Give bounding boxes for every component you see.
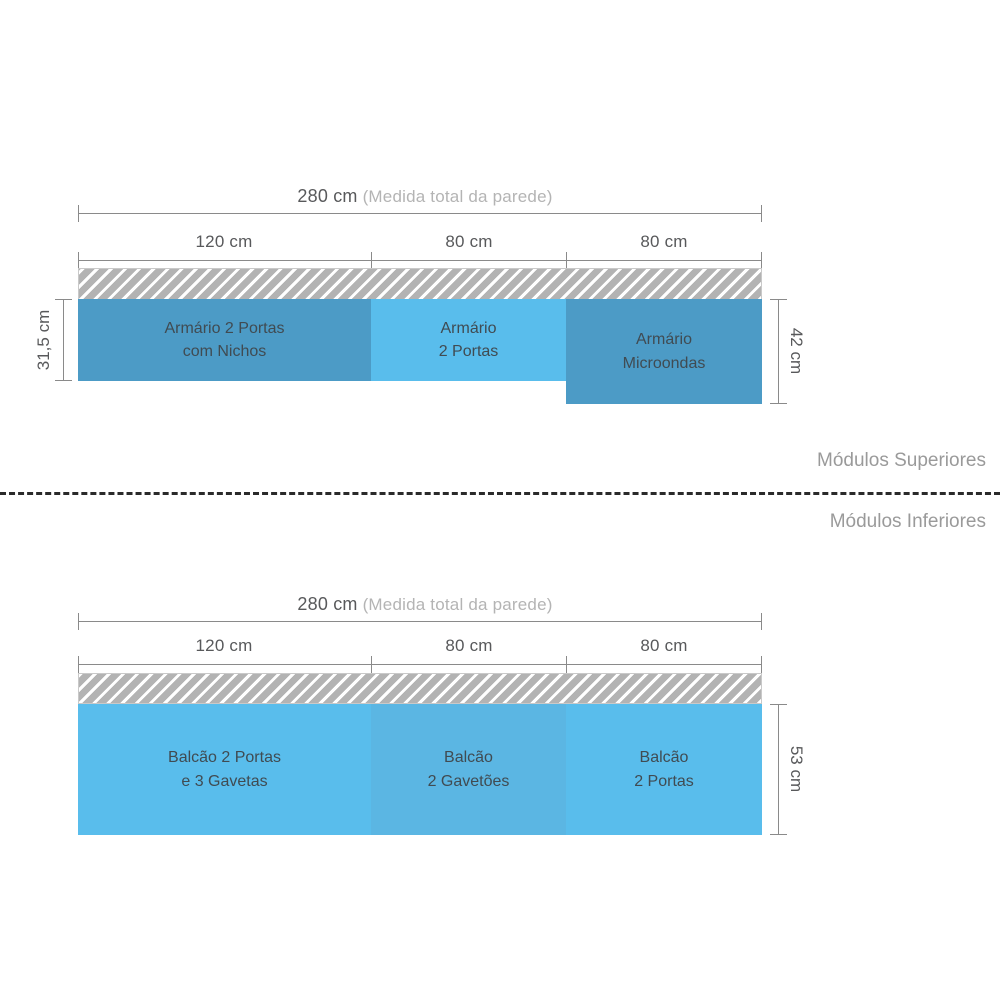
lower-block-1-line1: Balcão 2 Portas [168, 749, 281, 767]
lower-total-dimension-line [78, 621, 762, 622]
upper-total-dimension-line [78, 213, 762, 214]
lower-segment-label-1: 120 cm [195, 636, 253, 655]
lower-block-balcao-2-portas-3-gavetas[interactable]: Balcão 2 Portas e 3 Gavetas [78, 704, 371, 835]
lower-block-1-text: Balcão 2 Portas e 3 Gavetas [168, 746, 281, 792]
upper-left-height-tick-bottom [55, 380, 72, 381]
upper-block-3-text: Armário Microondas [623, 328, 706, 374]
upper-right-height-line [778, 299, 779, 404]
upper-right-height-tick-top [770, 299, 787, 300]
lower-block-3-line2: 2 Portas [634, 772, 694, 790]
lower-block-3-text: Balcão 2 Portas [634, 746, 694, 792]
upper-total-note: (Medida total da parede) [362, 187, 553, 206]
lower-segment-tick-1 [371, 656, 372, 673]
lower-right-height-tick-top [770, 704, 787, 705]
upper-block-2-line2: 2 Portas [438, 343, 499, 360]
upper-wall-hatch [78, 268, 762, 301]
upper-segment-tick-0 [78, 252, 79, 269]
upper-left-height-line [63, 299, 64, 381]
lower-block-2-line1: Balcão [444, 749, 493, 767]
lower-total-tick-right [761, 613, 762, 630]
upper-segment-label-3: 80 cm [640, 232, 688, 251]
upper-left-height-label: 31,5 cm [34, 309, 53, 371]
lower-segment-tick-3 [761, 656, 762, 673]
upper-block-armario-2-portas[interactable]: Armário 2 Portas [371, 299, 566, 381]
upper-total-dimension-label: 280 cm (Medida total da parede) [297, 186, 552, 207]
upper-block-1-line1: Armário 2 Portas [164, 319, 285, 337]
upper-block-1-text: Armário 2 Portas com Nichos [164, 317, 284, 363]
lower-right-height-label: 53 cm [787, 745, 806, 793]
lower-right-height-tick-bottom [770, 834, 787, 835]
upper-segment-label-2: 80 cm [445, 232, 493, 251]
upper-block-armario-2-portas-com-nichos[interactable]: Armário 2 Portas com Nichos [78, 299, 371, 381]
upper-block-3-line2: Microondas [622, 354, 706, 372]
upper-block-3-line1: Armário [635, 331, 692, 349]
upper-segment-dimension-line [78, 260, 762, 261]
upper-block-1-line2: com Nichos [182, 343, 267, 360]
lower-block-2-text: Balcão 2 Gavetões [428, 746, 510, 792]
upper-block-2-line1: Armário [440, 319, 497, 337]
upper-right-height-tick-bottom [770, 403, 787, 404]
upper-total-value: 280 cm [297, 186, 358, 206]
lower-block-1-line2: e 3 Gavetas [181, 772, 268, 790]
upper-block-2-text: Armário 2 Portas [439, 317, 499, 363]
section-label-upper: Módulos Superiores [817, 450, 986, 471]
lower-total-dimension-label: 280 cm (Medida total da parede) [297, 594, 552, 615]
upper-segment-tick-1 [371, 252, 372, 269]
upper-total-tick-right [761, 205, 762, 222]
upper-right-height-label: 42 cm [787, 327, 806, 375]
upper-block-armario-microondas[interactable]: Armário Microondas [566, 299, 762, 404]
lower-block-3-line1: Balcão [639, 749, 689, 767]
upper-segment-tick-2 [566, 252, 567, 269]
section-divider [0, 492, 1000, 495]
lower-segment-dimension-line [78, 664, 762, 665]
lower-wall-hatch [78, 673, 762, 704]
lower-segment-label-2: 80 cm [445, 636, 493, 655]
upper-total-tick-left [78, 205, 79, 222]
lower-total-tick-left [78, 613, 79, 630]
lower-segment-tick-0 [78, 656, 79, 673]
lower-block-balcao-2-gavetoes[interactable]: Balcão 2 Gavetões [371, 704, 566, 835]
lower-segment-tick-2 [566, 656, 567, 673]
upper-segment-tick-3 [761, 252, 762, 269]
lower-segment-label-3: 80 cm [640, 636, 688, 655]
upper-segment-label-1: 120 cm [195, 232, 253, 251]
lower-total-value: 280 cm [297, 594, 358, 614]
upper-left-height-tick-top [55, 299, 72, 300]
lower-right-height-line [778, 704, 779, 835]
lower-total-note: (Medida total da parede) [362, 595, 553, 614]
lower-block-2-line2: 2 Gavetões [427, 772, 510, 790]
lower-block-balcao-2-portas[interactable]: Balcão 2 Portas [566, 704, 762, 835]
section-label-lower: Módulos Inferiores [829, 511, 986, 532]
